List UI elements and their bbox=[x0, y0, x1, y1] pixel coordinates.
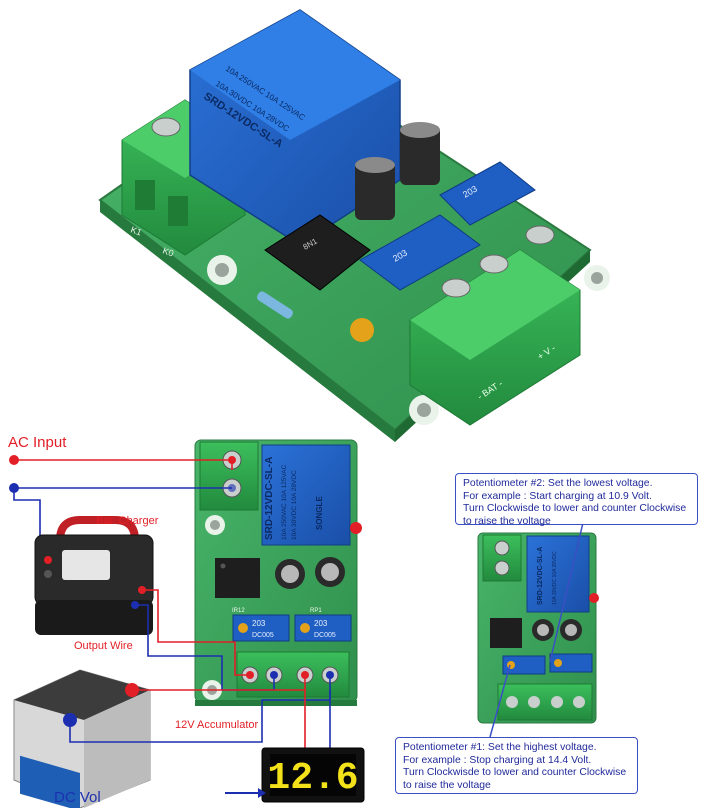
svg-text:10A 250VAC 10A 125VAC: 10A 250VAC 10A 125VAC bbox=[281, 464, 288, 540]
mounting-hole bbox=[207, 255, 237, 285]
note-line: to raise the voltage bbox=[463, 515, 551, 527]
volt-meter-display: 12.6 bbox=[225, 690, 365, 803]
board-photo-large: K1 K0 10A 250VAC 10A 125VAC 10A 30VDC 10… bbox=[98, 9, 610, 442]
note-line: For example : Start charging at 10.9 Vol… bbox=[463, 490, 652, 502]
input-terminal-block bbox=[199, 441, 259, 511]
capacitor bbox=[275, 559, 305, 589]
potentiometer-large: 203 bbox=[359, 214, 481, 291]
input-terminal-block bbox=[482, 534, 522, 582]
note-line: Turn Clockwisde to lower and counter Clo… bbox=[463, 503, 687, 515]
pot1-pointer bbox=[489, 664, 511, 738]
note-line: Potentiometer #2: Set the lowest voltage… bbox=[463, 478, 653, 489]
led bbox=[589, 593, 599, 603]
bat-charger-label: Bat. Charger bbox=[96, 515, 159, 527]
pot2-pointer bbox=[549, 509, 587, 663]
note-line: Turn Clockwisde to lower and counter Clo… bbox=[403, 767, 627, 779]
dc-volt-label-fragment: DC Vol bbox=[54, 789, 101, 806]
relay-small: SRD-12VDC-SL-A 10A 30VDC 10A 28VDC bbox=[526, 535, 590, 613]
ceramic-capacitor bbox=[350, 318, 374, 342]
relay-large: 10A 250VAC 10A 125VAC 10A 30VDC 10A 28VD… bbox=[189, 9, 401, 246]
svg-text:10A 30VDC 10A 28VDC: 10A 30VDC 10A 28VDC bbox=[291, 470, 298, 540]
k0-label: K0 bbox=[161, 245, 175, 258]
board-diagram: SRD-12VDC-SL-A 10A 250VAC 10A 125VAC 10A… bbox=[194, 439, 362, 706]
svg-text:DC005: DC005 bbox=[252, 632, 274, 639]
potentiometer-1-note: Potentiometer #1: Set the highest voltag… bbox=[395, 737, 638, 794]
pcb-edge bbox=[100, 200, 395, 442]
svg-text:203: 203 bbox=[314, 619, 328, 628]
ac-input-label: AC Input bbox=[8, 434, 67, 451]
svg-text:SRD-12VDC-SL-A: SRD-12VDC-SL-A bbox=[264, 457, 275, 540]
display-reading: 12.6 bbox=[267, 757, 358, 800]
pcb-edge bbox=[195, 700, 357, 706]
ic-chip: 8N1 bbox=[264, 214, 371, 291]
capacitor bbox=[355, 157, 395, 220]
r12-label: IR12 bbox=[232, 608, 245, 614]
ic-chip bbox=[490, 618, 522, 648]
potentiometer-2-small bbox=[549, 653, 593, 673]
potentiometer-large: 203 bbox=[439, 161, 536, 226]
output-terminal-block bbox=[409, 225, 581, 426]
capacitor bbox=[315, 557, 345, 587]
svg-text:DC005: DC005 bbox=[314, 632, 336, 639]
rp1-label: RP1 bbox=[310, 608, 322, 614]
svg-text:10A 30VDC 10A 28VDC: 10A 30VDC 10A 28VDC bbox=[552, 551, 558, 605]
note-line: Potentiometer #1: Set the highest voltag… bbox=[403, 742, 597, 753]
svg-text:SRD-12VDC-SL-A: SRD-12VDC-SL-A bbox=[537, 547, 544, 605]
accumulator-label: 12V Accumulator bbox=[175, 719, 259, 731]
led bbox=[350, 522, 362, 534]
ic-chip bbox=[215, 558, 260, 598]
potentiometer-1-small bbox=[502, 655, 546, 675]
potentiometer-1-diagram: 203 DC005 bbox=[232, 614, 290, 642]
battery-charger-icon bbox=[34, 516, 154, 635]
svg-text:SONGLE: SONGLE bbox=[315, 496, 324, 530]
relay-diagram: SRD-12VDC-SL-A 10A 250VAC 10A 125VAC 10A… bbox=[261, 444, 351, 546]
note-line: For example : Stop charging at 14.4 Volt… bbox=[403, 754, 592, 766]
potentiometer-2-note: Potentiometer #2: Set the lowest voltage… bbox=[455, 473, 698, 527]
ac-input-wires bbox=[9, 455, 233, 560]
mounting-hole bbox=[409, 395, 439, 425]
mounting-hole bbox=[584, 265, 610, 291]
k1-label: K1 bbox=[129, 224, 143, 237]
capacitor bbox=[400, 122, 440, 185]
car-battery-icon bbox=[13, 669, 151, 808]
note-line: to raise the voltage bbox=[403, 779, 491, 791]
output-wire-label: Output Wire bbox=[74, 640, 133, 652]
output-terminal-block bbox=[497, 683, 593, 721]
resistor bbox=[257, 291, 293, 319]
svg-text:203: 203 bbox=[252, 619, 266, 628]
board-photo-small: SRD-12VDC-SL-A 10A 30VDC 10A 28VDC bbox=[477, 532, 599, 724]
potentiometer-2-diagram: 203 DC005 bbox=[294, 614, 352, 642]
